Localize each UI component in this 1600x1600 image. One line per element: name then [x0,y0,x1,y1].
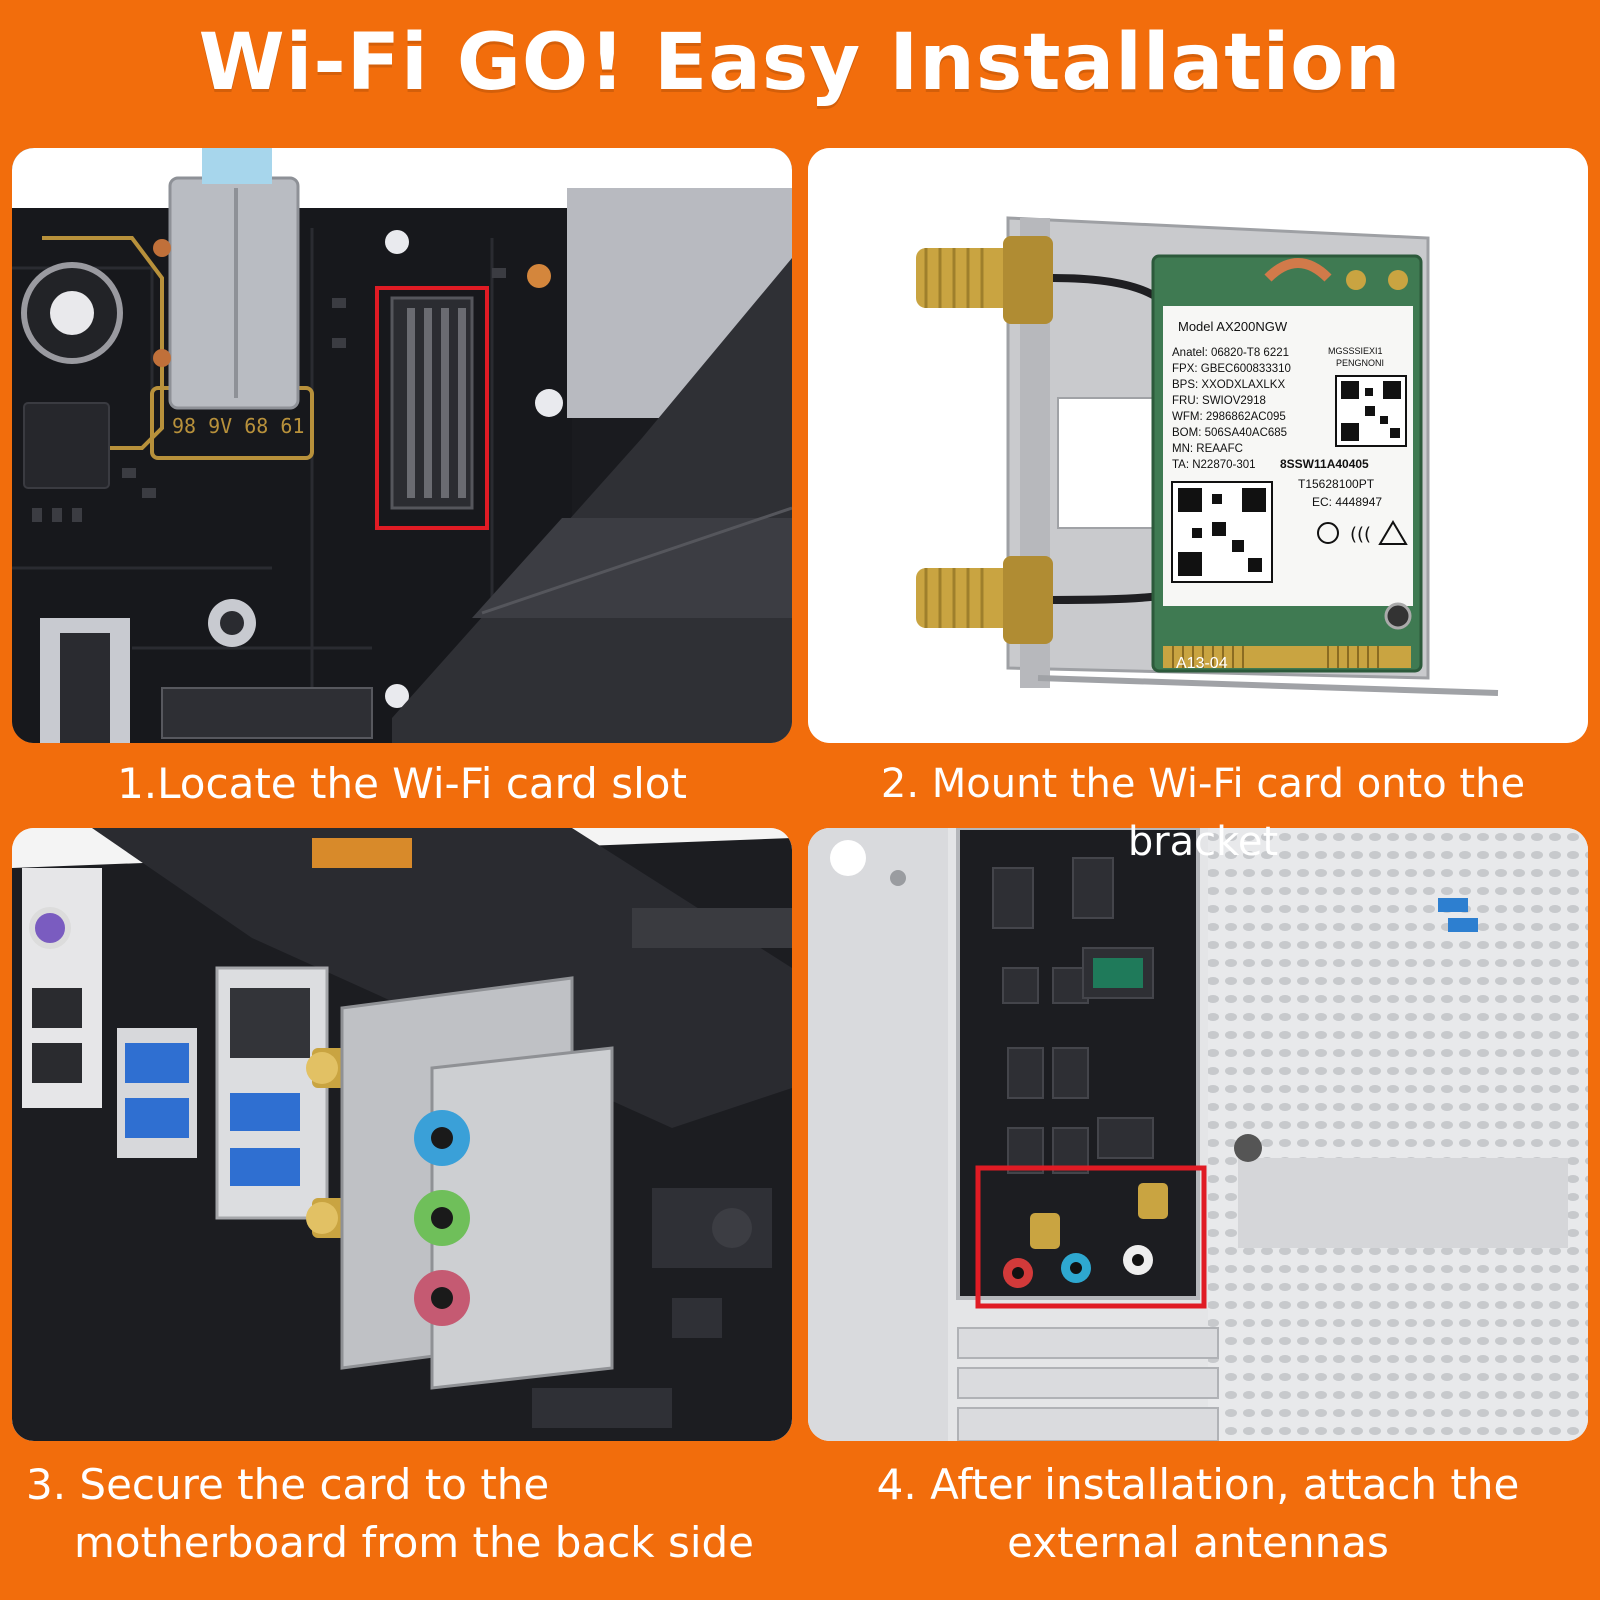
step1-image: 98 9V 68 61 [12,148,792,743]
qr-code-icon [1171,481,1273,583]
card-edge-label: A13-04 [1176,655,1228,672]
card-label-side: MGSSSIEXI1 [1328,346,1383,356]
antenna-highlight-box [975,1165,1207,1309]
card-label-line: BOM: 506SA40AC685 [1172,427,1287,439]
caption-line: 1.Locate the Wi-Fi card slot [117,759,687,808]
pcb-silkscreen-text: 98 9V 68 61 [172,414,304,438]
wifi-card-bracket-illustration: Model AX200NGW Anatel: 06820-T8 6221 FPX… [808,148,1588,743]
card-model: Model AX200NGW [1178,319,1288,334]
step4-caption: 4. After installation, attach the extern… [808,1456,1588,1572]
card-label-side: PENGNONI [1336,358,1384,368]
step1-caption: 1.Locate the Wi-Fi card slot [12,755,792,813]
antenna-connector-top [916,236,1053,324]
slot-highlight-box [375,286,489,530]
card-label-line: FRU: SWIOV2918 [1172,395,1266,407]
caption-line: motherboard from the back side [74,1518,755,1567]
caption-line: 3. Secure the card to the [26,1460,550,1509]
wifi-symbol-icon: ((( [1350,524,1371,545]
step3-caption: 3. Secure the card to the motherboard fr… [26,1456,786,1572]
card-label-line: WFM: 2986862AC095 [1172,411,1286,423]
card-label-line: FPX: GBEC600833310 [1172,363,1291,375]
card-label-line: Anatel: 06820-T8 6221 [1172,347,1289,359]
caption-line: external antennas [1007,1518,1389,1567]
audio-jack-icon [1003,1245,1153,1288]
card-label-line: BPS: XXODXLAXLKX [1172,379,1285,391]
page-title: Wi-Fi GO! Easy Installation [198,18,1402,108]
qr-code-icon [1335,375,1407,447]
card-label-line: TA: N22870-301 [1172,459,1256,471]
antenna-connector-icon [1030,1183,1168,1249]
card-ec: EC: 4448947 [1312,495,1382,509]
caption-line: 4. After installation, attach the [876,1460,1520,1509]
step2-caption: 2. Mount the Wi-Fi card onto the bracket [808,755,1598,871]
antenna-connector-bottom [916,556,1053,644]
usb-port-icon [117,1028,197,1158]
card-part: T15628100PT [1298,477,1375,491]
card-label-line: MN: REAAFC [1172,443,1243,455]
caption-line: 2. Mount the Wi-Fi card onto the bracket [880,761,1526,865]
step4-image [808,828,1588,1441]
audio-jack-icon [414,1110,470,1326]
step3-image [12,828,792,1441]
pc-case-rear-illustration [808,828,1588,1441]
card-serial: 8SSW11A40405 [1280,457,1369,471]
motherboard-slot-illustration: 98 9V 68 61 [12,148,792,743]
step2-image: Model AX200NGW Anatel: 06820-T8 6221 FPX… [808,148,1588,743]
rear-io-illustration [12,828,792,1441]
